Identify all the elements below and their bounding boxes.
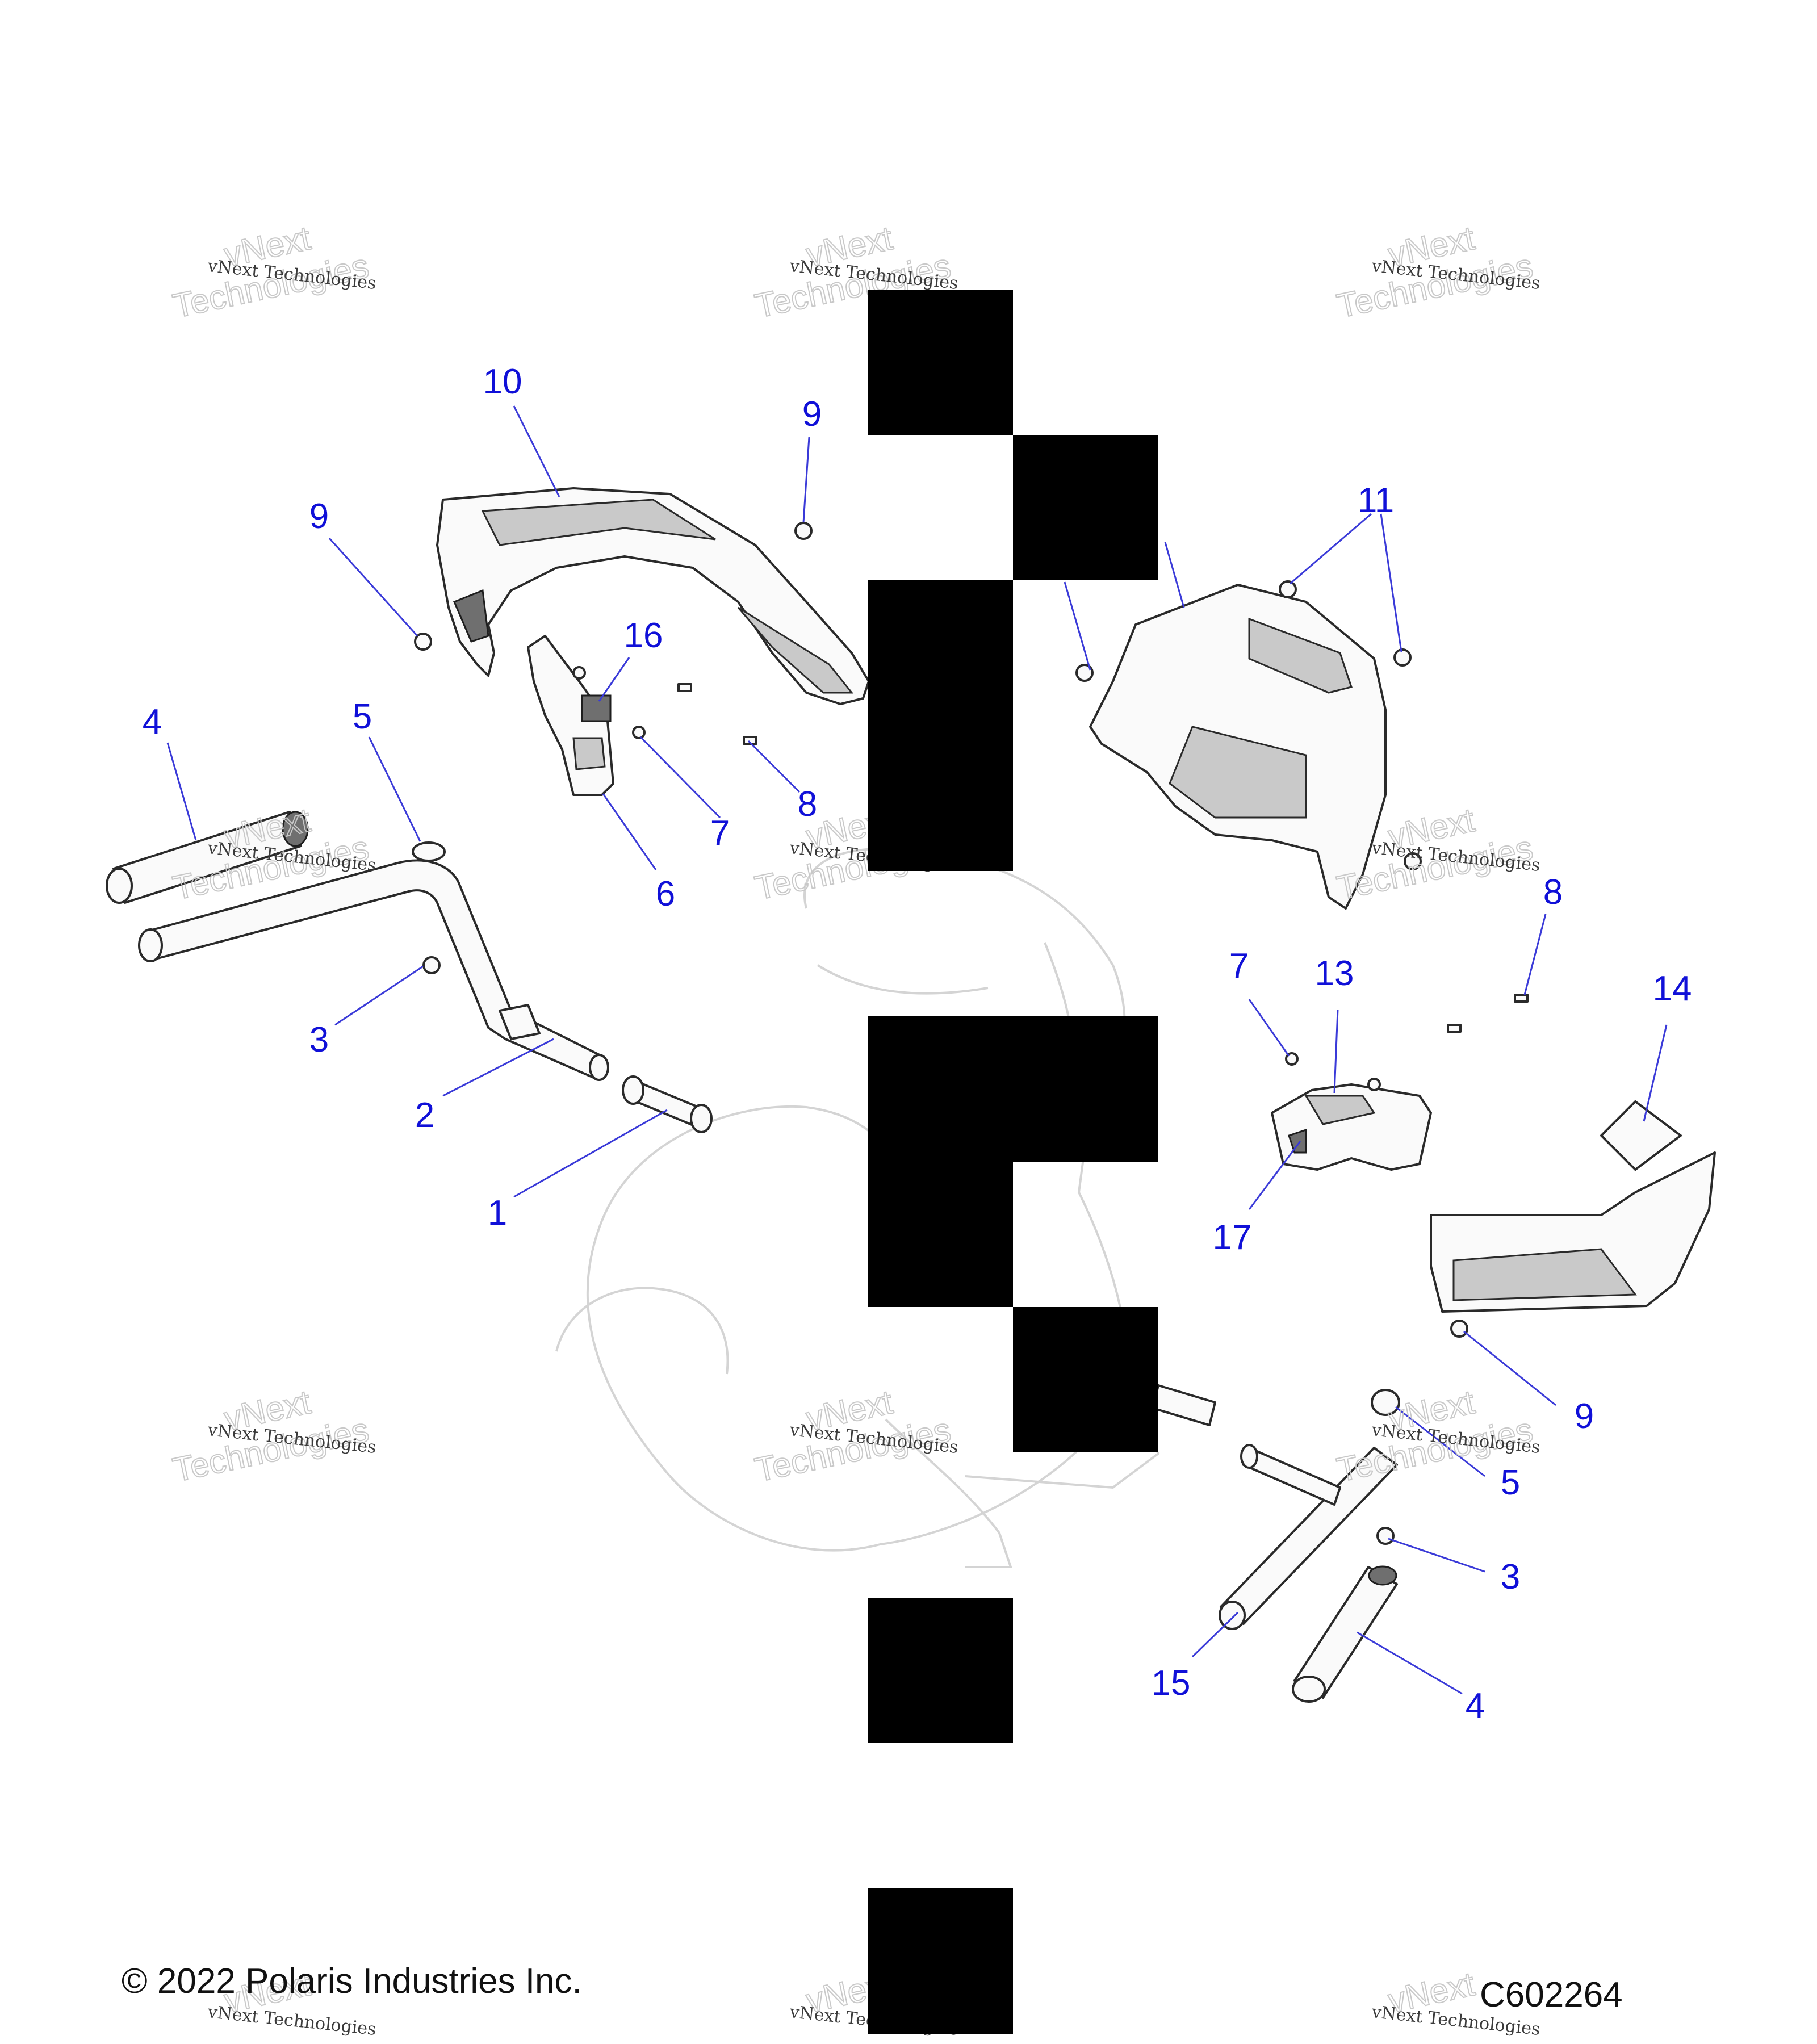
left-side-panel [436, 487, 870, 705]
push-rivet-right-panel-left [1075, 664, 1094, 682]
callout-10: 10 [483, 362, 522, 401]
push-rivet-lower-right [1450, 1320, 1468, 1338]
svg-text:vNext Technologies: vNext Technologies [206, 2002, 377, 2039]
screw-right-bracket [1367, 1078, 1381, 1091]
callout-7-left: 7 [710, 814, 730, 853]
watermark-1: vNext Technologies vNext Technologies [169, 218, 377, 325]
left-grab-bar [138, 859, 609, 1081]
watermark-8: vNext Technologies vNext Technologies [751, 1382, 959, 1489]
callout-17: 17 [1213, 1218, 1252, 1257]
watermark-3: vNext Technologies vNext Technologies [1333, 218, 1541, 325]
callout-9-right: 9 [1575, 1397, 1594, 1436]
callout-5-left: 5 [353, 697, 372, 736]
redaction-block [868, 1888, 1013, 2034]
callout-16: 16 [624, 616, 663, 655]
callout-15: 15 [1152, 1664, 1191, 1703]
push-rivet-right-panel-top [1279, 580, 1297, 598]
callout-4-right: 4 [1466, 1686, 1485, 1725]
callout-3-right: 3 [1501, 1557, 1520, 1597]
redaction-blocks [868, 290, 1158, 2034]
bracket-clip [581, 694, 612, 722]
redaction-block [868, 1598, 1013, 1743]
right-grip [1292, 1565, 1398, 1703]
left-bracket [527, 635, 614, 796]
right-grab-bar [1152, 1384, 1398, 1630]
redaction-block [1013, 435, 1158, 580]
callout-3-left: 3 [309, 1020, 329, 1059]
callout-14: 14 [1653, 969, 1692, 1008]
push-rivet-top [794, 522, 813, 540]
clip-8-left-a [677, 683, 692, 692]
leader-lines [166, 405, 1668, 1695]
watermark-7: vNext Technologies vNext Technologies [169, 1382, 377, 1489]
redaction-block [868, 290, 1013, 435]
callout-2: 2 [415, 1096, 434, 1135]
redaction-block [868, 1162, 1013, 1307]
grip-sleeve [622, 1075, 713, 1133]
redaction-block [868, 580, 1013, 871]
bolt-3-left [422, 956, 441, 974]
callout-13: 13 [1315, 954, 1354, 993]
push-rivet-right-panel-right [1393, 648, 1412, 667]
callout-4-left: 4 [143, 702, 162, 742]
push-rivet-left [414, 633, 432, 651]
callout-1: 1 [488, 1193, 507, 1233]
redaction-block [1013, 1307, 1158, 1452]
callout-9-left: 9 [309, 497, 329, 536]
callout-7-right: 7 [1229, 946, 1249, 986]
callout-5-right: 5 [1501, 1463, 1520, 1502]
callout-labels: 10 9 9 16 4 5 7 8 6 3 2 1 11 8 7 13 14 1… [143, 362, 1692, 1725]
screw-left-bracket [572, 666, 586, 680]
bolt-3-right [1376, 1527, 1395, 1545]
copyright-notice: © 2022 Polaris Industries Inc. [122, 1962, 582, 2001]
clip-8-right-b [1514, 994, 1529, 1003]
callout-11: 11 [1358, 481, 1394, 520]
right-bracket [1271, 1083, 1432, 1171]
callout-6: 6 [656, 874, 675, 914]
redaction-block [868, 1016, 1158, 1162]
callout-9-top: 9 [802, 395, 822, 434]
callout-8-left: 8 [798, 785, 817, 824]
screw-7-left [632, 726, 646, 739]
fasteners [412, 522, 1529, 1545]
left-grip [106, 811, 309, 904]
diagram-code: C602264 [1480, 1975, 1623, 2014]
watermark-6: vNext Technologies vNext Technologies [1333, 800, 1541, 907]
callout-8-right: 8 [1543, 873, 1563, 912]
tether-5-right [1371, 1389, 1400, 1416]
push-rivet-right-panel-bottom [1404, 852, 1422, 870]
tether-5-left [412, 841, 446, 862]
right-side-panel [1089, 584, 1387, 910]
right-outer-panel [1430, 1100, 1716, 1313]
clip-8-right-a [1447, 1024, 1462, 1033]
